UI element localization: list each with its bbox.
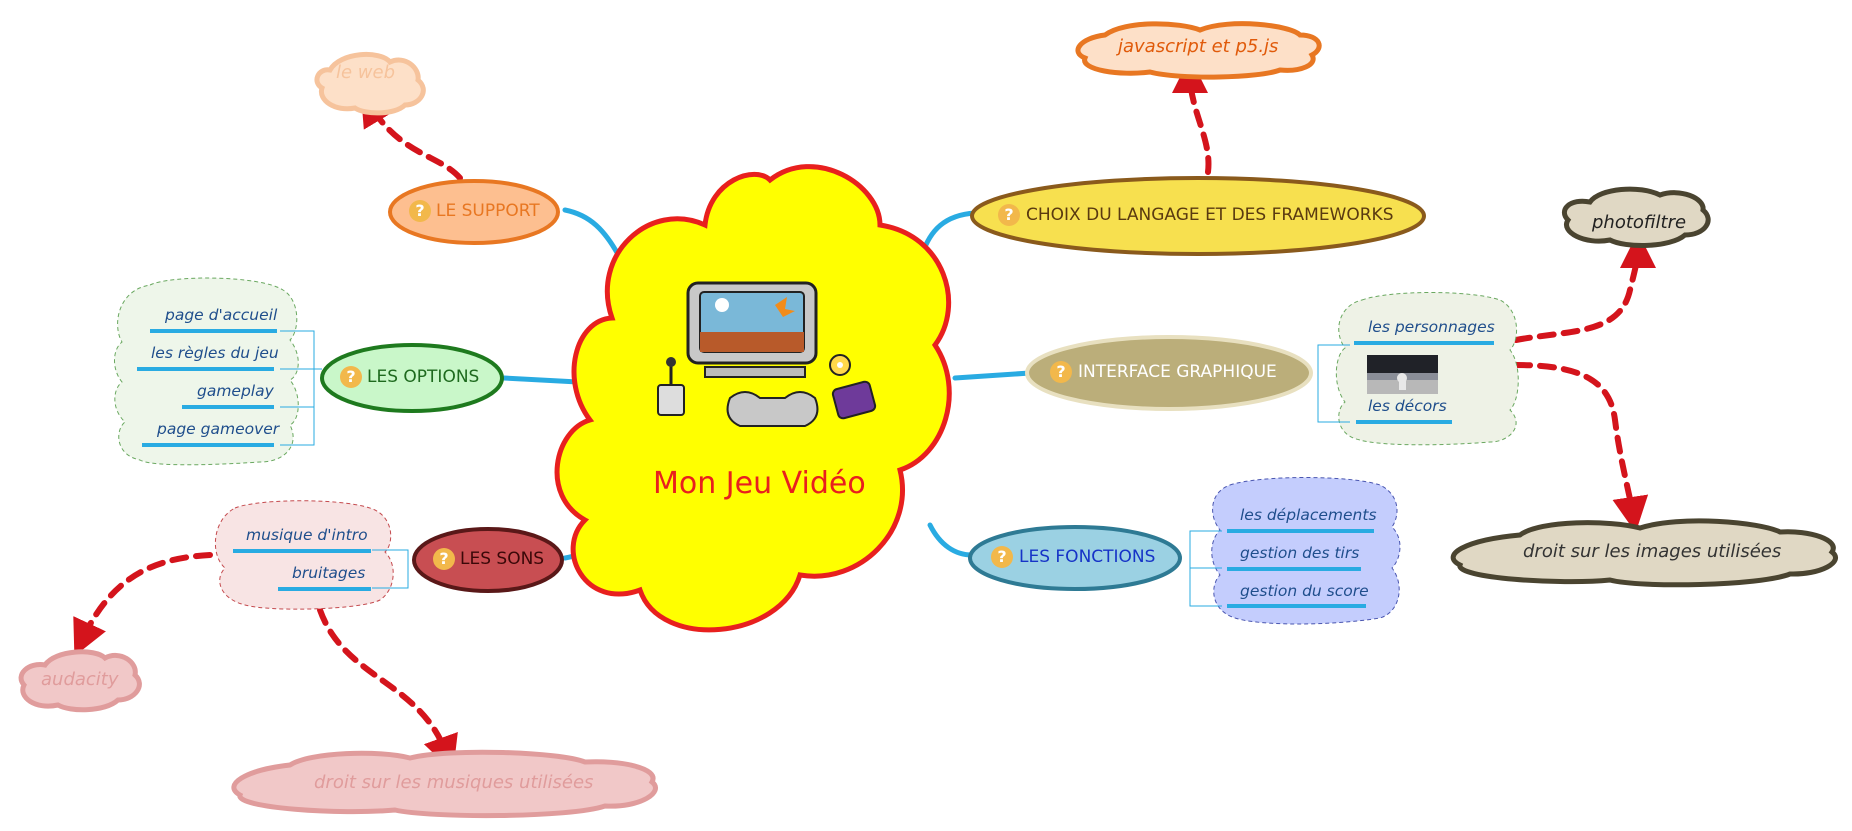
question-icon: ? (433, 548, 455, 570)
question-icon: ? (991, 546, 1013, 568)
arrow-to-le-web (360, 89, 463, 181)
arrow-to-audacity (73, 552, 213, 657)
video-game-illustration-icon (657, 281, 877, 427)
branch-choix-node[interactable] (970, 176, 1426, 256)
arrow-to-javascript (1172, 57, 1212, 175)
connector-options (501, 375, 581, 385)
cloud-photofiltre[interactable] (1561, 186, 1711, 248)
connector-fonctions (927, 522, 975, 558)
cloud-javascript[interactable] (1075, 21, 1322, 80)
cloud-audacity[interactable] (18, 649, 142, 713)
branch-fonctions-node[interactable] (968, 525, 1182, 591)
question-icon: ? (1050, 361, 1072, 383)
cloud-droit-musiques[interactable] (231, 749, 658, 819)
branch-support-node[interactable] (388, 179, 560, 245)
item-underlines (137, 329, 1494, 608)
cloud-droit-images[interactable] (1450, 518, 1838, 588)
arrow-to-droit-images (1513, 362, 1649, 533)
branch-interface-node[interactable] (1025, 335, 1313, 411)
branch-options-node[interactable] (320, 343, 504, 413)
options-subgroup (114, 277, 322, 466)
sons-subgroup (214, 500, 409, 610)
red-arrows (73, 57, 1656, 772)
cloud-le-web[interactable] (314, 51, 426, 116)
question-icon: ? (340, 366, 362, 388)
arrow-to-droit-musiques (317, 607, 458, 772)
branch-sons-node[interactable] (412, 527, 564, 593)
arrow-to-photofiltre (1513, 232, 1656, 343)
connector-interface (952, 370, 1033, 381)
connector-support (562, 207, 623, 261)
decor-photo-thumbnail (1367, 355, 1438, 394)
fonctions-subgroup (1189, 477, 1401, 625)
question-icon: ? (998, 204, 1020, 226)
question-icon: ? (409, 200, 431, 222)
